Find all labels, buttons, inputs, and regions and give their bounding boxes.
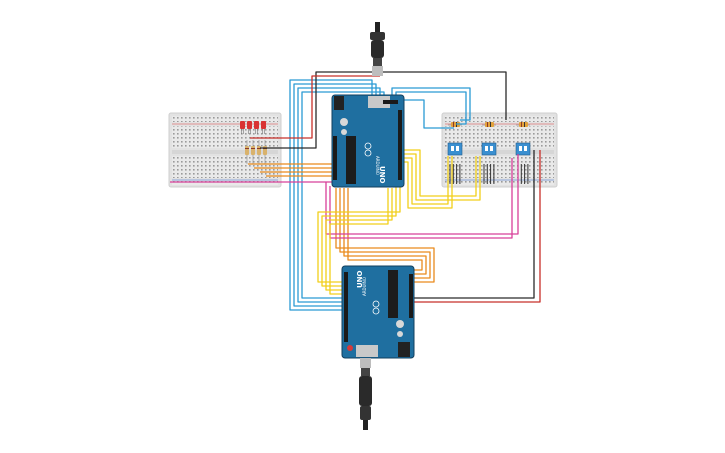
wire-blue[interactable] xyxy=(395,91,467,125)
resistor[interactable] xyxy=(245,140,249,164)
wire-pink[interactable] xyxy=(325,154,519,235)
wire-yellow[interactable] xyxy=(402,149,477,197)
resistor-group-right xyxy=(448,122,530,127)
resistor[interactable] xyxy=(482,122,496,127)
arduino-upper[interactable]: ARDUINO UNO xyxy=(331,94,405,188)
wire-blue[interactable] xyxy=(400,99,454,129)
wire-yellow[interactable] xyxy=(402,156,449,205)
breadboard-left[interactable] xyxy=(168,112,282,188)
resistor[interactable] xyxy=(516,122,530,127)
brand-label: ARDUINO xyxy=(362,277,367,296)
wire-blue[interactable] xyxy=(391,87,471,121)
resistor-group-left xyxy=(245,140,267,164)
model-label: UNO xyxy=(378,166,386,184)
wire-orange[interactable] xyxy=(343,188,427,275)
wire-black[interactable] xyxy=(386,71,507,120)
wire-yellow[interactable] xyxy=(402,153,481,201)
led[interactable] xyxy=(254,121,259,134)
wire-yellow[interactable] xyxy=(402,156,453,209)
wire-red[interactable] xyxy=(410,150,541,303)
wire-black[interactable] xyxy=(410,150,535,299)
led[interactable] xyxy=(247,121,252,134)
usb-cable-bottom[interactable] xyxy=(359,358,372,430)
arduino-lower[interactable]: ARDUINO UNO xyxy=(341,265,415,359)
wire-blue[interactable] xyxy=(301,91,385,299)
wire-orange[interactable] xyxy=(339,188,431,279)
wire-red[interactable] xyxy=(250,75,380,139)
brand-label: ARDUINO xyxy=(375,156,380,175)
wire-orange[interactable] xyxy=(347,188,423,271)
usb-cable-top[interactable] xyxy=(370,22,385,76)
dip-switch[interactable] xyxy=(447,142,463,184)
led[interactable] xyxy=(240,121,245,134)
wire-blue[interactable] xyxy=(289,79,373,311)
wire-black[interactable] xyxy=(260,71,386,149)
wire-blue[interactable] xyxy=(297,87,381,303)
wire-yellow[interactable] xyxy=(329,188,389,295)
wire-yellow[interactable] xyxy=(317,180,401,283)
wire-yellow[interactable] xyxy=(325,188,393,291)
wire-orange[interactable] xyxy=(335,188,435,283)
model-label: UNO xyxy=(356,270,364,288)
dip-switch[interactable] xyxy=(481,142,497,184)
led-group xyxy=(240,121,266,134)
resistor[interactable] xyxy=(251,140,255,164)
switch-group xyxy=(447,142,531,184)
led[interactable] xyxy=(261,121,266,134)
